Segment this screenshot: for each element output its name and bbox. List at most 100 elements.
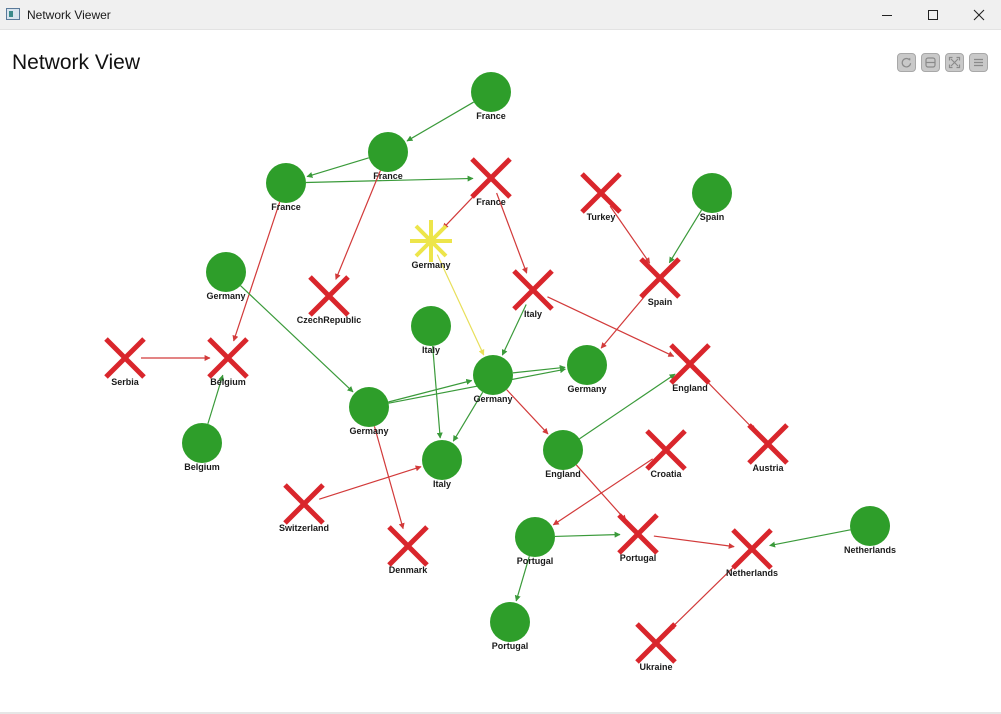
layout-button[interactable]	[921, 53, 940, 72]
node-spain-ok[interactable]: Spain	[692, 173, 732, 222]
node-star-icon	[410, 220, 452, 262]
node-belgium-fail[interactable]: Belgium	[207, 337, 249, 387]
node-turkey-fail[interactable]: Turkey	[580, 172, 622, 222]
edge-n2-n3[interactable]	[306, 157, 370, 178]
node-label: Netherlands	[844, 545, 896, 555]
edge-n2-n9[interactable]	[335, 170, 381, 280]
node-circle-icon	[411, 306, 451, 346]
fit-button[interactable]	[945, 53, 964, 72]
node-france-ok[interactable]: France	[471, 72, 511, 121]
edge-n3-n4[interactable]	[305, 175, 474, 184]
edge-n26-n30[interactable]	[514, 556, 530, 602]
edge-n29-n28[interactable]	[769, 529, 851, 548]
node-circle-icon	[692, 173, 732, 213]
node-germany-ok[interactable]: Germany	[206, 252, 246, 301]
edge-n11-n16[interactable]	[501, 304, 527, 356]
node-portugal-fail[interactable]: Portugal	[617, 513, 659, 563]
graph-toolbar	[897, 53, 988, 72]
edge-n16-n15[interactable]	[512, 364, 566, 374]
node-label: France	[476, 111, 506, 121]
node-denmark-fail[interactable]: Denmark	[387, 525, 429, 575]
edge-n18-n25[interactable]	[373, 426, 405, 530]
edge-n18-n16[interactable]	[388, 378, 473, 403]
node-cross-icon	[387, 525, 429, 567]
node-label: Belgium	[184, 462, 220, 472]
node-circle-icon	[515, 517, 555, 557]
node-netherlands-fail[interactable]: Netherlands	[726, 528, 778, 578]
minimize-icon	[882, 15, 892, 16]
node-label: Turkey	[587, 212, 616, 222]
node-circle-icon	[422, 440, 462, 480]
node-england-fail[interactable]: England	[669, 343, 711, 393]
edge-n28-n31[interactable]	[668, 559, 741, 631]
node-italy-fail[interactable]: Italy	[512, 269, 554, 319]
node-cross-icon	[283, 483, 325, 525]
minimize-button[interactable]	[864, 0, 910, 30]
edge-n4-n11[interactable]	[496, 192, 528, 274]
node-netherlands-ok[interactable]: Netherlands	[844, 506, 896, 555]
node-circle-icon	[182, 423, 222, 463]
node-label: Spain	[700, 212, 725, 222]
node-italy-ok[interactable]: Italy	[411, 306, 451, 355]
node-circle-icon	[567, 345, 607, 385]
node-ukraine-fail[interactable]: Ukraine	[635, 622, 677, 672]
window-title: Network Viewer	[27, 8, 111, 22]
edge-n1-n2[interactable]	[406, 101, 475, 142]
edge-n24-n20[interactable]	[319, 465, 422, 500]
edge-n16-n21[interactable]	[506, 389, 549, 435]
edge-n8-n18[interactable]	[240, 285, 354, 393]
node-label: France	[373, 171, 403, 181]
node-austria-fail[interactable]: Austria	[747, 423, 789, 473]
close-icon	[973, 9, 985, 21]
node-croatia-fail[interactable]: Croatia	[645, 429, 687, 479]
node-switzerland-fail[interactable]: Switzerland	[279, 483, 329, 533]
edge-n22-n26[interactable]	[552, 458, 654, 526]
edge-n27-n28[interactable]	[653, 535, 735, 549]
node-germany-ok[interactable]: Germany	[473, 355, 513, 404]
edge-n5-n10[interactable]	[609, 205, 651, 264]
node-cross-icon	[731, 528, 773, 570]
edge-n6-n10[interactable]	[668, 209, 703, 264]
node-england-ok[interactable]: England	[543, 430, 583, 479]
edge-n10-n15[interactable]	[600, 289, 651, 349]
edge-n17-n23[interactable]	[700, 375, 756, 432]
node-italy-ok[interactable]: Italy	[422, 440, 462, 489]
node-label: Ukraine	[639, 662, 672, 672]
edge-n3-n14[interactable]	[232, 201, 281, 342]
node-france-ok[interactable]: France	[266, 163, 306, 212]
edge-n12-n20[interactable]	[432, 345, 443, 439]
menu-button[interactable]	[969, 53, 988, 72]
node-circle-icon	[490, 602, 530, 642]
maximize-button[interactable]	[910, 0, 956, 30]
node-france-ok[interactable]: France	[368, 132, 408, 181]
node-cross-icon	[645, 429, 687, 471]
node-label: Italy	[524, 309, 542, 319]
node-belgium-ok[interactable]: Belgium	[182, 423, 222, 472]
close-button[interactable]	[956, 0, 1001, 30]
menu-icon	[974, 58, 983, 67]
bottom-border	[0, 712, 1001, 714]
node-spain-fail[interactable]: Spain	[639, 257, 681, 307]
node-serbia-fail[interactable]: Serbia	[104, 337, 146, 387]
node-label: France	[271, 202, 301, 212]
node-portugal-ok[interactable]: Portugal	[515, 517, 555, 566]
node-germany-ok[interactable]: Germany	[567, 345, 607, 394]
node-germany-ok[interactable]: Germany	[349, 387, 389, 436]
node-label: Germany	[473, 394, 512, 404]
node-cross-icon	[308, 275, 350, 317]
edge-n26-n27[interactable]	[554, 531, 621, 538]
reset-button[interactable]	[897, 53, 916, 72]
node-france-fail[interactable]: France	[470, 157, 512, 207]
node-czechrepublic-fail[interactable]: CzechRepublic	[297, 275, 362, 325]
node-portugal-ok[interactable]: Portugal	[490, 602, 530, 651]
layout-icon	[925, 57, 936, 68]
node-germany-highlight[interactable]: Germany	[410, 220, 452, 270]
edge-layer	[141, 101, 851, 631]
edge-n7-n16[interactable]	[436, 254, 485, 356]
edge-n16-n20[interactable]	[452, 391, 484, 442]
edge-n21-n17[interactable]	[579, 373, 676, 440]
edge-n19-n14[interactable]	[207, 374, 225, 425]
node-circle-icon	[368, 132, 408, 172]
edge-n11-n17[interactable]	[547, 296, 675, 357]
